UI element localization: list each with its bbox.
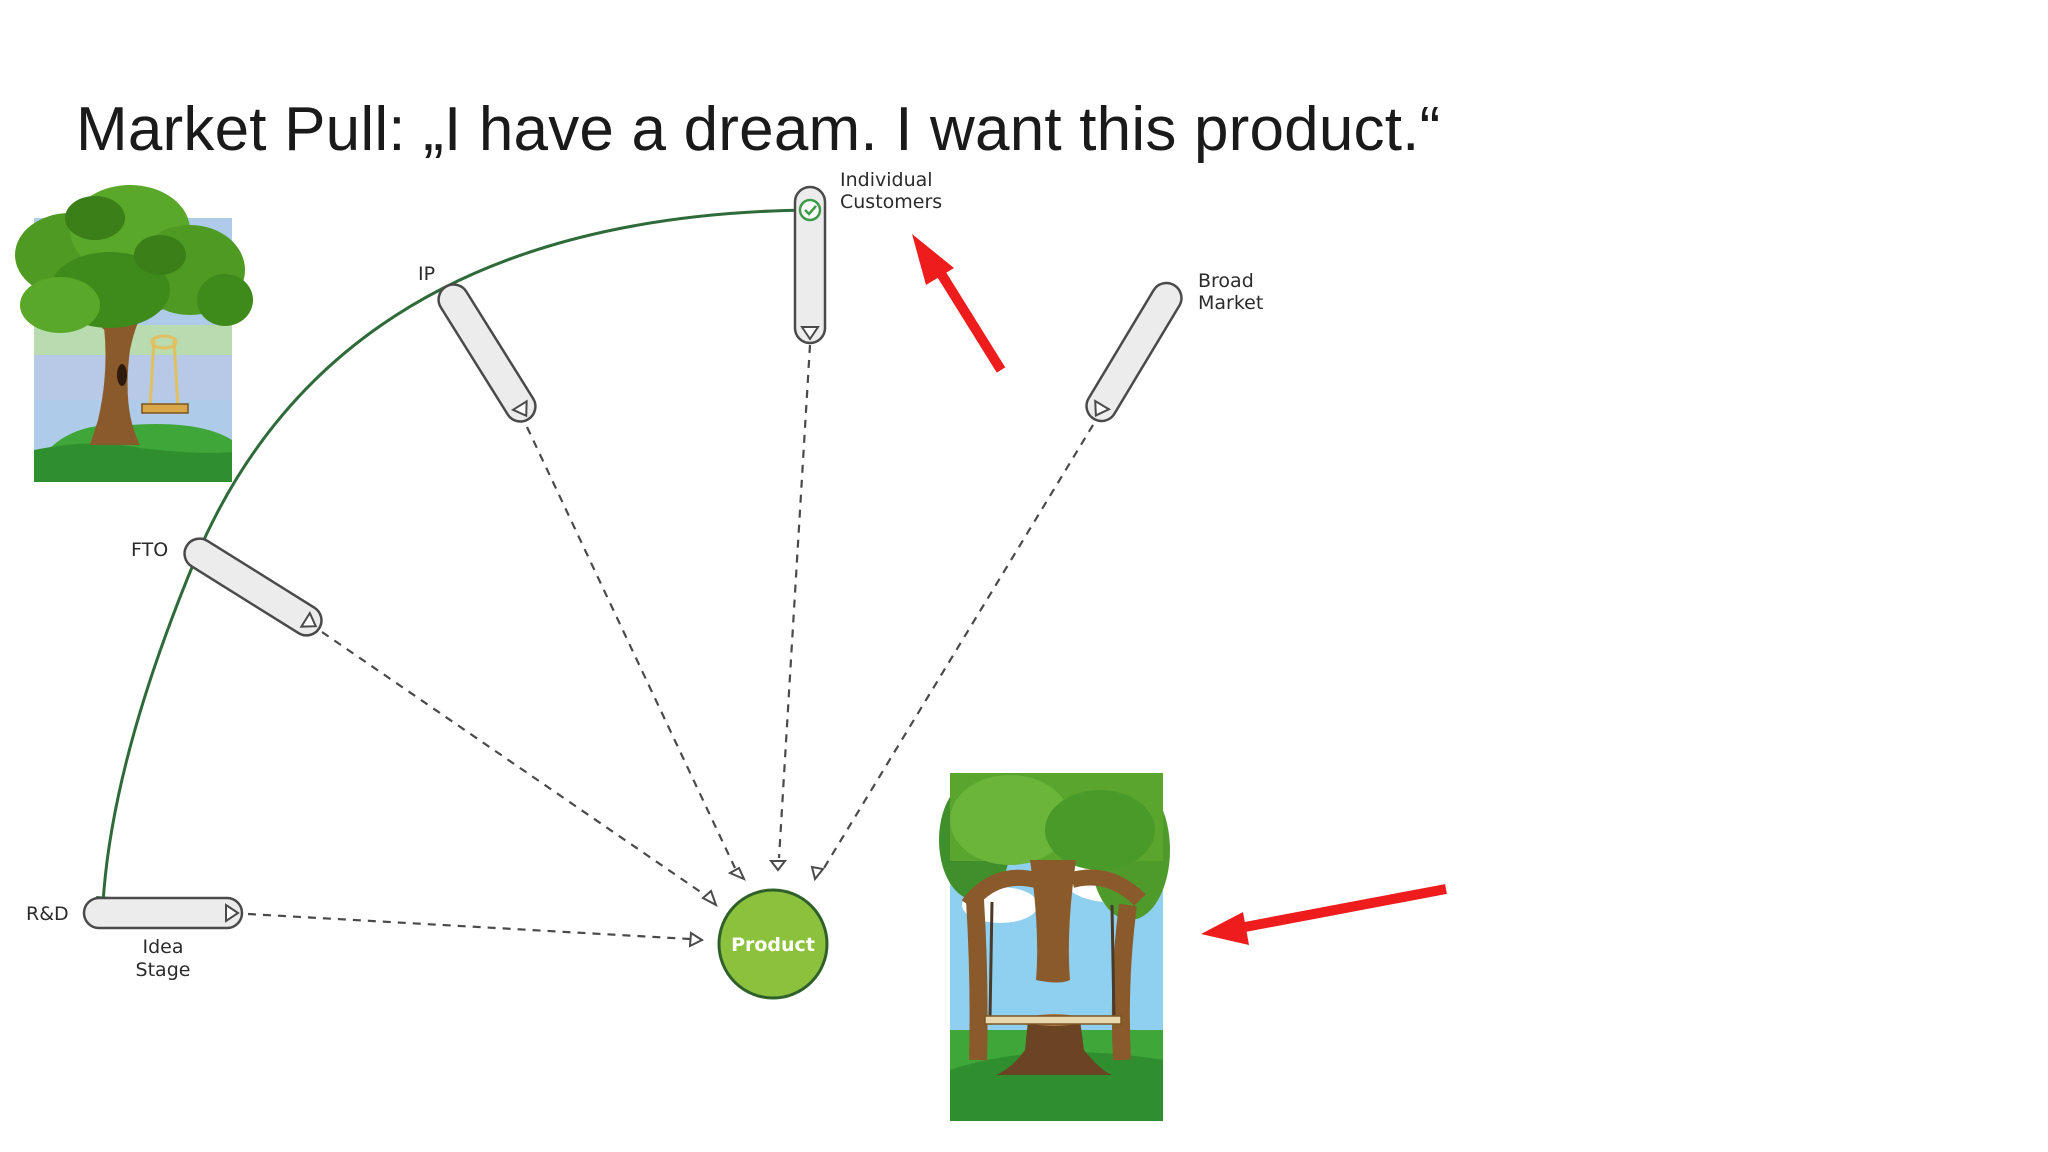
pill-idea-stage: [82, 896, 244, 930]
triangle-marker-icon: [510, 399, 528, 418]
arrowhead-broad: [810, 865, 825, 882]
arrowhead-ip: [727, 866, 746, 881]
triangle-marker-icon: [800, 326, 820, 341]
label-idea-stage-line2: Stage: [136, 959, 191, 981]
arrowhead-individual: [768, 860, 788, 872]
label-broad-line2: Market: [1198, 292, 1263, 314]
slide-title: Market Pull: „I have a dream. I want thi…: [76, 95, 1441, 164]
check-mark: [804, 205, 817, 216]
pill-ip: [437, 283, 537, 423]
dashed-connectors: [247, 344, 1094, 941]
label-ip: IP: [418, 263, 435, 285]
connector-fto-product: [321, 631, 706, 896]
connector-ip-product: [526, 426, 736, 869]
product-node: [717, 888, 829, 1000]
triangle-marker-icon: [1094, 399, 1112, 417]
pill-individual-customers: [793, 185, 827, 345]
connector-individual-product: [777, 344, 812, 859]
pill-broad-market: [1085, 281, 1183, 423]
tree-swing-illustration-right: [939, 773, 1170, 1121]
label-individual-line1: Individual: [840, 169, 933, 191]
product-label: Product: [731, 934, 815, 956]
label-individual-line2: Customers: [840, 191, 942, 213]
pathway-arc: [101, 208, 811, 904]
triangle-marker-icon: [299, 610, 318, 628]
red-arrow-up: [912, 234, 1006, 373]
label-idea-stage-line1: Idea: [143, 936, 184, 958]
connector-rnd-product: [247, 912, 691, 941]
triangle-marker-icon: [225, 903, 240, 923]
label-fto: FTO: [131, 539, 168, 561]
red-arrow-left: [1201, 884, 1447, 945]
connector-arrowheads: [688, 860, 825, 948]
arrowhead-rnd: [688, 931, 705, 948]
arrowhead-fto: [701, 889, 718, 908]
label-rnd: R&D: [26, 903, 69, 925]
label-broad-line1: Broad: [1198, 270, 1254, 292]
connector-broad-product: [823, 424, 1094, 869]
check-circle-icon: [798, 198, 822, 222]
pill-fto: [183, 537, 323, 637]
tree-swing-illustration-left: [15, 185, 253, 482]
